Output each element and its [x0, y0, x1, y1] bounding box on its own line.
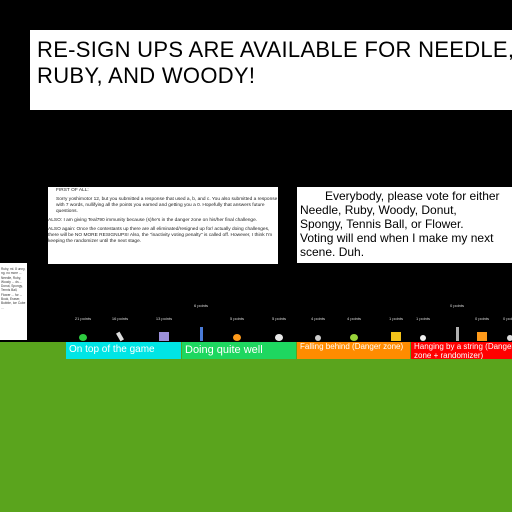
contestant: 1 points: [410, 310, 436, 342]
grass-ground: [0, 342, 512, 512]
contestant-sprite-icon: [275, 334, 283, 341]
banner-line-1: RE-SIGN UPS ARE AVAILABLE FOR NEEDLE,: [37, 37, 512, 62]
contestant-score: 1 points: [388, 316, 403, 321]
contestant: 5 points: [266, 310, 292, 342]
voting-panel: Everybody, please vote for either Needle…: [297, 187, 512, 263]
banner-line-2: RUBY, AND WOODY!: [37, 63, 256, 88]
contestant-score: 6 points: [193, 303, 208, 308]
vote-line-2: Needle, Ruby, Woody, Donut,: [300, 203, 457, 217]
contestant: 0 points: [444, 303, 470, 342]
contestant: 4 points: [305, 310, 331, 342]
contestant-score: 1 points: [415, 316, 430, 321]
contestant-score: 4 points: [310, 316, 325, 321]
contestant-sprite-icon: [507, 335, 512, 341]
contestant-score: 16 points: [111, 316, 129, 321]
notes-heading: FIRST OF ALL:: [56, 188, 89, 193]
contestant-score: 4 points: [346, 316, 361, 321]
zone-on-top-label: On top of the game: [69, 344, 155, 355]
contestant-sprite-icon: [420, 335, 426, 341]
contestant-sprite-icon: [456, 327, 459, 341]
contestant-sprite-icon: [315, 335, 321, 341]
contestant-score: 0 points: [449, 303, 464, 308]
side-note-text: Ruby, ml. 8 unny, ng. no more ... Needle…: [1, 267, 26, 310]
zone-on-top: On top of the game: [66, 342, 181, 359]
contestant: 6 points: [188, 303, 214, 342]
contestant-score: 21 points: [74, 316, 92, 321]
contestant-sprite-icon: [116, 331, 124, 342]
zone-falling-behind-label: Falling behind (Danger zone): [300, 342, 404, 351]
contestant-score: 5 points: [271, 316, 286, 321]
notes-paragraph-3: ALSO again: Once the contestants up ther…: [48, 227, 273, 244]
contestant-sprite-icon: [79, 334, 87, 341]
contestant-score: 0 points: [474, 316, 489, 321]
contestant: 16 points: [107, 310, 133, 342]
vote-line-4: Voting will end when I make my next: [300, 231, 494, 245]
notes-paragraph-1: Sorry yoshimotor 12, but you submitted a…: [56, 197, 278, 214]
zone-doing-well-label: Doing quite well: [185, 344, 263, 356]
contestant-sprite-icon: [477, 332, 487, 341]
contestant: 4 points: [341, 310, 367, 342]
contestant-sprite-icon: [200, 327, 203, 341]
zone-hanging-by-string-label: Hanging by a string (Danger zone + rando…: [414, 342, 512, 359]
side-note-panel: Ruby, ml. 8 unny, ng. no more ... Needle…: [0, 263, 27, 340]
zone-doing-well: Doing quite well: [182, 342, 296, 359]
vote-line-3: Spongy, Tennis Ball, or Flower.: [300, 217, 464, 231]
resignup-banner: RE-SIGN UPS ARE AVAILABLE FOR NEEDLE, RU…: [30, 30, 512, 110]
contestant-sprite-icon: [350, 334, 358, 341]
notes-paragraph-2: ALSO: I am giving Teal790 immunity becau…: [48, 218, 258, 223]
contestant: 13 points: [151, 310, 177, 342]
contestant: 21 points: [70, 310, 96, 342]
vote-line-5: scene. Duh.: [300, 245, 365, 259]
host-notes-panel: FIRST OF ALL: Sorry yoshimotor 12, but y…: [48, 187, 278, 264]
vote-line-1: Everybody, please vote for either: [325, 189, 500, 203]
contestant: 0 points: [497, 310, 512, 342]
contestant: 0 points: [469, 310, 495, 342]
contestant-sprite-icon: [159, 332, 169, 341]
contestant-score: 0 points: [502, 316, 512, 321]
contestant-score: 13 points: [155, 316, 173, 321]
contestant: 1 points: [383, 310, 409, 342]
contestant-score: 5 points: [229, 316, 244, 321]
contestant: 5 points: [224, 310, 250, 342]
zone-hanging-by-string: Hanging by a string (Danger zone + rando…: [411, 342, 512, 359]
contestant-sprite-icon: [391, 332, 401, 341]
contestant-sprite-icon: [233, 334, 241, 341]
zone-falling-behind: Falling behind (Danger zone): [297, 342, 410, 359]
